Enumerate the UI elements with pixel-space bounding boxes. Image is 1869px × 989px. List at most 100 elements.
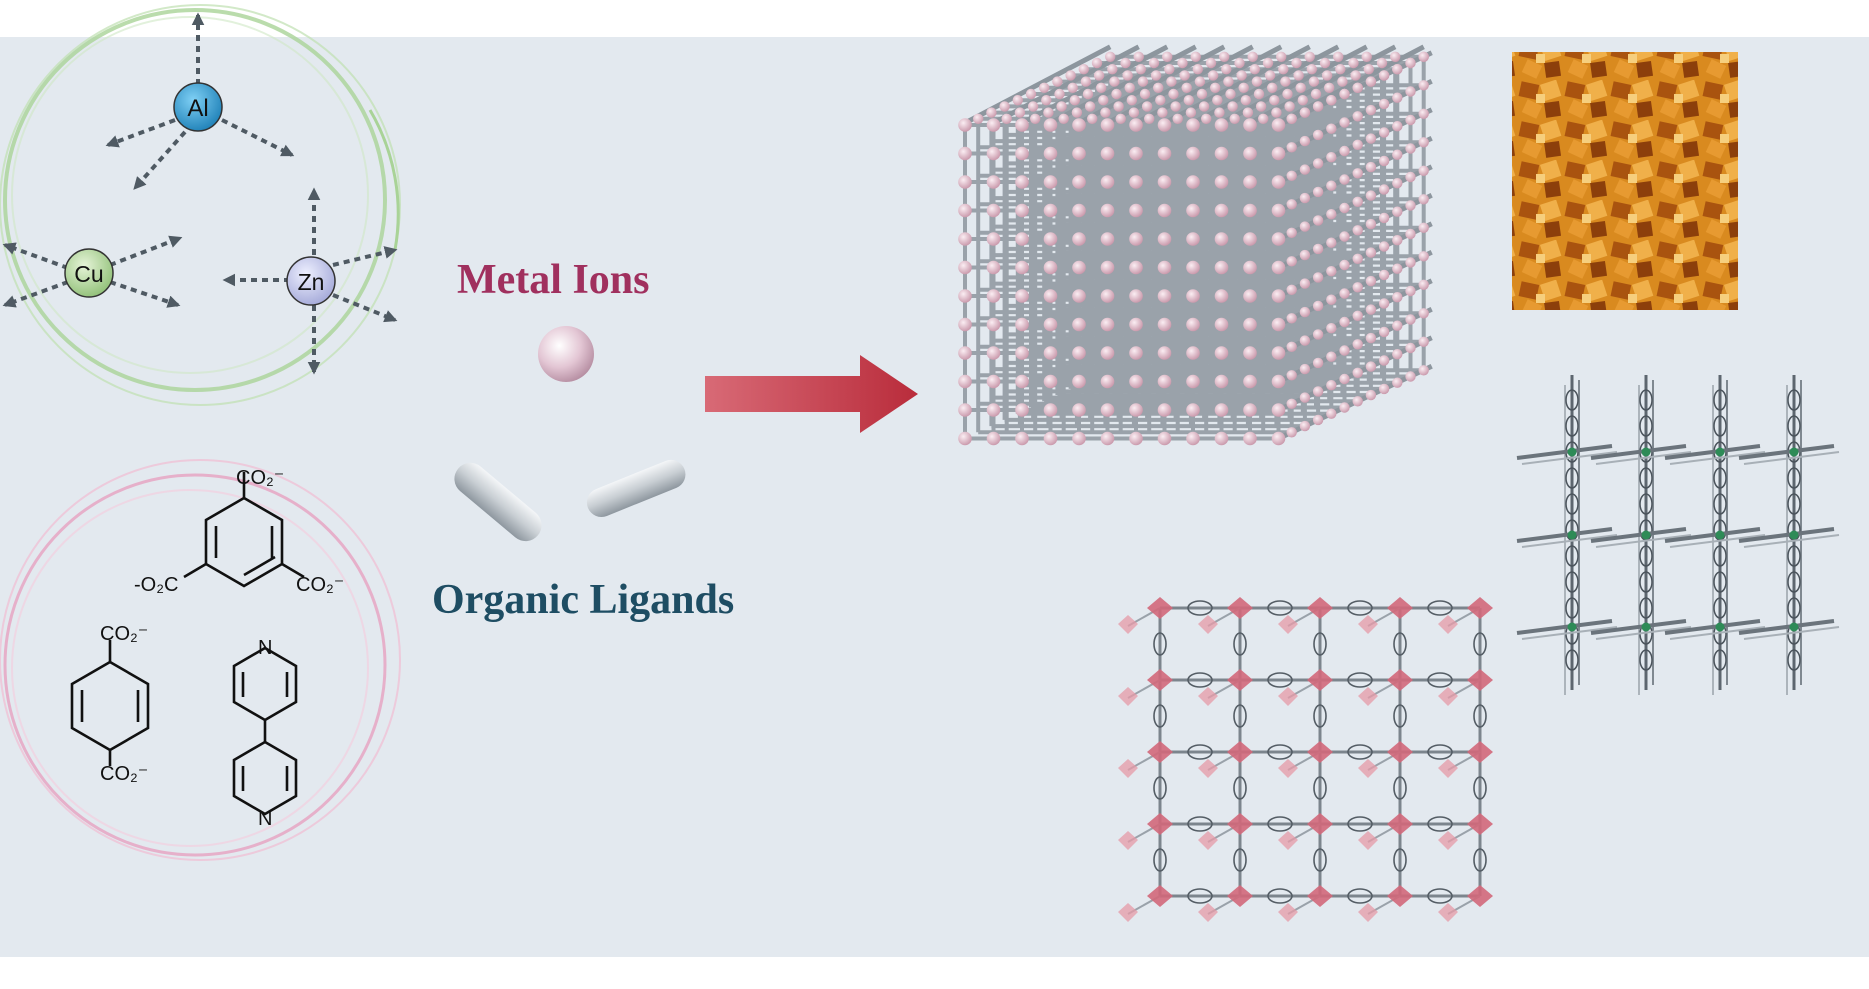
- lattice-node: [1378, 212, 1390, 224]
- pillar-ring: [1787, 493, 1801, 515]
- lattice-node: [1015, 289, 1029, 303]
- linker-ring: [1393, 704, 1407, 728]
- pillar-ring: [1787, 389, 1801, 411]
- lattice-node: [1243, 346, 1257, 360]
- lattice-node: [1100, 317, 1115, 332]
- zn-ion: Zn: [286, 256, 336, 306]
- lattice-node: [1352, 253, 1363, 264]
- lattice-node: [1015, 403, 1029, 417]
- lattice-node: [1286, 313, 1297, 324]
- lattice-node: [1015, 203, 1029, 218]
- pillar-ring: [1713, 493, 1727, 515]
- lattice-node: [1043, 289, 1058, 303]
- lattice-node: [1170, 101, 1181, 112]
- lattice-node: [1148, 57, 1160, 69]
- lattice-node: [1378, 70, 1390, 81]
- lattice-node: [1240, 95, 1252, 106]
- linker-ring: [1427, 600, 1453, 616]
- lattice-node: [1072, 346, 1086, 360]
- lattice-node: [1236, 70, 1247, 81]
- lattice-node: [1129, 146, 1143, 161]
- metal-node: [1118, 615, 1138, 634]
- lattice-node: [1271, 118, 1286, 132]
- lattice-node: [1312, 329, 1324, 340]
- metal-node: [1789, 622, 1799, 632]
- layer-sheet: [1516, 527, 1613, 543]
- lattice-node: [1072, 146, 1086, 161]
- lattice-node: [1223, 76, 1234, 87]
- lattice-node: [1185, 107, 1197, 118]
- linker-ring: [1313, 632, 1327, 656]
- lattice-node: [1015, 260, 1029, 275]
- metal-node: [1147, 669, 1173, 691]
- lattice-node: [958, 317, 972, 332]
- lattice-node: [1082, 88, 1094, 100]
- lattice-node: [1100, 175, 1115, 189]
- lattice-node: [1072, 403, 1086, 417]
- lattice-node: [1392, 263, 1403, 274]
- lattice-node: [1326, 351, 1337, 362]
- metal-node: [1227, 741, 1253, 763]
- metal-node: [1358, 615, 1378, 634]
- lattice-node: [1214, 107, 1225, 118]
- lattice-node: [1299, 221, 1311, 232]
- btc-right-carboxylate: CO₂⁻: [296, 574, 344, 596]
- pillar-ring: [1787, 545, 1801, 567]
- lattice-node: [1105, 51, 1116, 62]
- lattice-node: [1392, 292, 1403, 303]
- metal-node: [1278, 831, 1298, 850]
- lattice-node: [1214, 146, 1229, 161]
- lattice-node: [1096, 82, 1107, 94]
- lattice-node: [1135, 63, 1147, 75]
- metal-node: [1118, 831, 1138, 850]
- ligand-rod-left: [454, 462, 542, 542]
- metal-ion-circle: [0, 4, 401, 406]
- lattice-node: [1120, 57, 1131, 69]
- lattice-node: [1312, 158, 1324, 169]
- lattice-node: [1115, 113, 1126, 125]
- layer-sheet: [1590, 527, 1687, 543]
- lattice-node: [986, 374, 1001, 389]
- lattice-node: [1214, 175, 1229, 189]
- lattice-node: [1326, 323, 1337, 334]
- lattice-node: [1312, 414, 1324, 426]
- lattice-node: [1186, 203, 1200, 218]
- bdc-bottom-carboxylate: CO₂⁻: [100, 763, 148, 785]
- lattice-node: [958, 260, 972, 275]
- bdc-ligand: [70, 640, 150, 766]
- lattice-node: [1229, 113, 1240, 125]
- lattice-node: [1271, 175, 1286, 189]
- lattice-node: [1339, 402, 1350, 413]
- lattice-node: [1186, 118, 1200, 132]
- linker-ring: [1267, 600, 1293, 616]
- lattice-node: [958, 431, 972, 446]
- lattice-node: [1015, 317, 1029, 332]
- lattice-node: [1293, 70, 1304, 81]
- metal-node: [1227, 813, 1253, 835]
- layer-sheet: [1669, 451, 1766, 465]
- lattice-node: [1271, 431, 1286, 446]
- lattice-node: [1352, 196, 1363, 207]
- pillar-ring: [1713, 389, 1727, 411]
- lattice-node: [1186, 346, 1200, 360]
- lattice-node: [1378, 269, 1390, 281]
- lattice-node: [1405, 114, 1416, 126]
- lattice-node: [1015, 346, 1029, 360]
- lattice-node: [1186, 146, 1200, 161]
- lattice-node: [1100, 374, 1115, 389]
- layer-sheet: [1738, 619, 1835, 635]
- lattice-node: [1286, 284, 1297, 295]
- lattice-node: [1339, 288, 1350, 299]
- lattice-node: [1157, 260, 1172, 275]
- lattice-node: [1251, 76, 1263, 87]
- lattice-node: [1072, 431, 1086, 446]
- lattice-node: [1312, 186, 1324, 198]
- lattice-node: [1312, 243, 1324, 255]
- lattice-node: [1100, 146, 1115, 161]
- pillar-ring: [1639, 415, 1653, 437]
- bipyridine-ligand: [232, 646, 298, 816]
- lattice-node: [1312, 215, 1324, 226]
- btc-left-carboxylate: -O₂C: [134, 574, 178, 596]
- lattice-node: [1271, 232, 1286, 246]
